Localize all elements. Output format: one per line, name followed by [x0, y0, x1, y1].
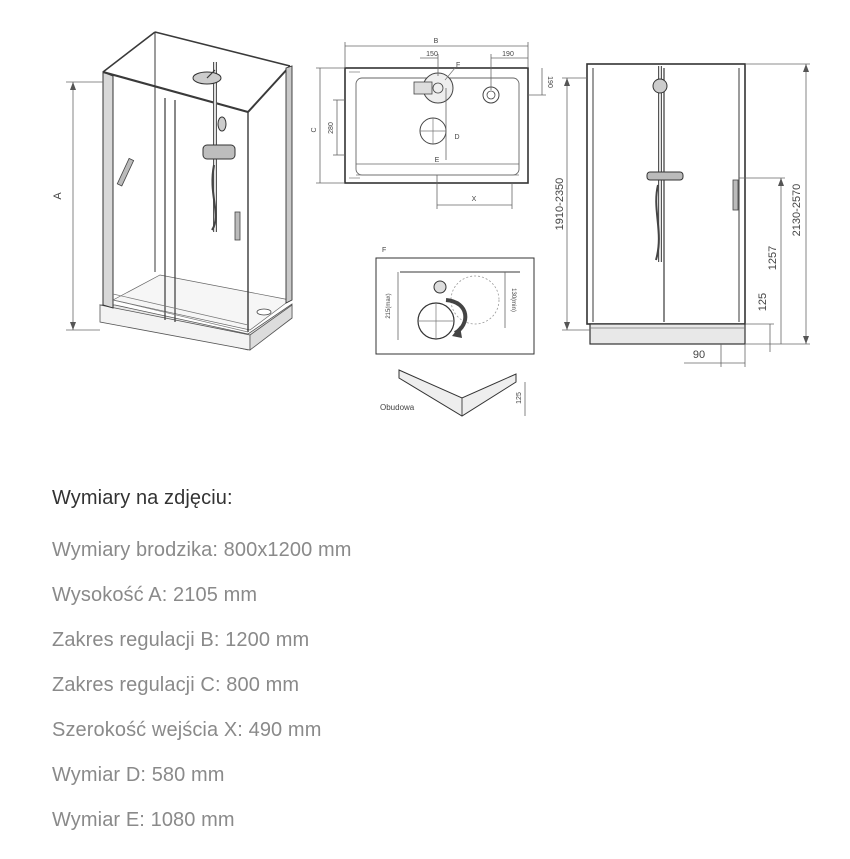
front-90-label: 90	[693, 349, 705, 361]
dimension-e-label: E	[435, 157, 440, 164]
dimension-190-side-label: 190	[546, 76, 553, 88]
spec-item-tray-size: Wymiary brodzika: 800x1200 mm	[52, 539, 352, 561]
isometric-cabin-drawing: A	[52, 31, 293, 351]
spec-item-height-a: Wysokość A: 2105 mm	[52, 584, 258, 606]
casing-drawing: 125 Obudowa	[380, 369, 526, 417]
label-f-top: F	[456, 62, 460, 69]
top-view-drawing: B 150 190 190 C 280 F D E X	[311, 38, 553, 209]
technical-drawings: A B 150 190 190 C	[52, 31, 810, 417]
detail-view-drawing: 215(max) 130(min) F	[375, 247, 535, 355]
casing-label: Obudowa	[380, 403, 415, 412]
front-1910-label: 1910-2350	[554, 178, 566, 231]
casing-125-label: 125	[516, 392, 523, 404]
detail-130-label: 130(min)	[510, 288, 516, 312]
spec-item-entry-width-x: Szerokość wejścia X: 490 mm	[52, 719, 322, 741]
dimension-190-top-label: 190	[502, 51, 514, 58]
dimension-280-label: 280	[328, 122, 335, 134]
spec-list: Wymiary brodzika: 800x1200 mm Wysokość A…	[52, 538, 812, 853]
dimension-a-label: A	[52, 192, 64, 200]
front-125-label: 125	[757, 293, 769, 311]
dimension-b-label: B	[434, 38, 439, 45]
dimension-d-label: D	[454, 134, 459, 141]
dimensions-spec: Wymiary na zdjęciu: Wymiary brodzika: 80…	[52, 486, 812, 853]
label-f-detail: F	[382, 247, 386, 254]
dimension-c-label: C	[311, 127, 318, 132]
spec-heading: Wymiary na zdjęciu:	[52, 487, 233, 509]
front-2130-label: 2130-2570	[791, 184, 803, 237]
spec-item-range-b: Zakres regulacji B: 1200 mm	[52, 629, 310, 651]
front-1257-label: 1257	[767, 246, 779, 270]
spec-item-range-c: Zakres regulacji C: 800 mm	[52, 674, 300, 696]
front-view-drawing: 1910-2350 2130-2570 1257 125 90	[554, 63, 810, 367]
dimension-150-label: 150	[426, 51, 438, 58]
dimension-x-label: X	[472, 196, 477, 203]
spec-item-dimension-d: Wymiar D: 580 mm	[52, 764, 225, 786]
detail-215-label: 215(max)	[386, 293, 392, 318]
spec-item-dimension-e: Wymiar E: 1080 mm	[52, 809, 235, 831]
